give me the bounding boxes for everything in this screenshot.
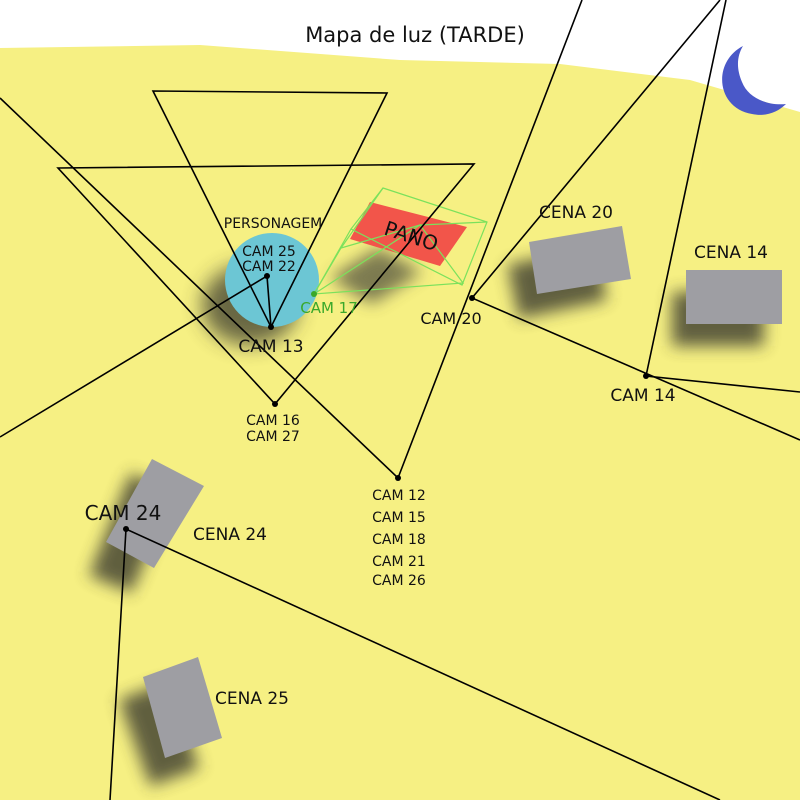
scene-24-label: CENA 24 [193, 525, 267, 545]
cam-12-label: CAM 12 [372, 488, 426, 504]
cam-13-point [268, 324, 274, 330]
scene-25-block [143, 657, 222, 758]
scene-14-block [686, 270, 782, 324]
scenery [106, 226, 782, 758]
cloth-panel [350, 202, 467, 266]
cam-17-point [311, 291, 317, 297]
cloth-wireframe [312, 187, 488, 295]
crescent-moon-icon [722, 46, 786, 115]
scene-24-block [106, 459, 204, 568]
cam-25-22-point [264, 273, 270, 279]
cam-20-label: CAM 20 [420, 309, 481, 328]
cam-22-label: CAM 22 [242, 259, 296, 275]
labels: Mapa de luz (TARDE) PERSONAGEM CAM 25 CA… [85, 23, 768, 709]
cam-14-point [643, 373, 649, 379]
camera-points [123, 273, 649, 532]
character-circle [225, 233, 319, 327]
scene-14-label: CENA 14 [694, 243, 768, 263]
cam-25-label: CAM 25 [242, 244, 296, 260]
cam-15-label: CAM 15 [372, 510, 426, 526]
scene-20-label: CENA 20 [539, 203, 613, 223]
cam-13-label: CAM 13 [238, 337, 303, 357]
cam-24-label: CAM 24 [85, 501, 162, 525]
cam-12-point [395, 475, 401, 481]
frustum-cam-13 [151, 90, 389, 329]
cam-16-label: CAM 16 [246, 413, 300, 429]
cam-18-label: CAM 18 [372, 532, 426, 548]
cam-26-label: CAM 26 [372, 573, 426, 589]
map-title: Mapa de luz (TARDE) [305, 23, 525, 47]
cam-16-27-point [272, 401, 278, 407]
light-area [0, 45, 800, 800]
scene-20-block [529, 226, 631, 294]
character-label: PERSONAGEM [224, 216, 323, 232]
cam-27-label: CAM 27 [246, 429, 300, 445]
frustum-cam-16-27 [56, 163, 476, 406]
cloth-shadow [330, 248, 422, 304]
cam-17-label: CAM 17 [300, 299, 358, 317]
cam-24-point [123, 526, 129, 532]
cam-21-label: CAM 21 [372, 554, 426, 570]
cam-14-label: CAM 14 [610, 386, 675, 406]
cam-20-point [469, 295, 475, 301]
scene-25-label: CENA 25 [215, 689, 289, 709]
